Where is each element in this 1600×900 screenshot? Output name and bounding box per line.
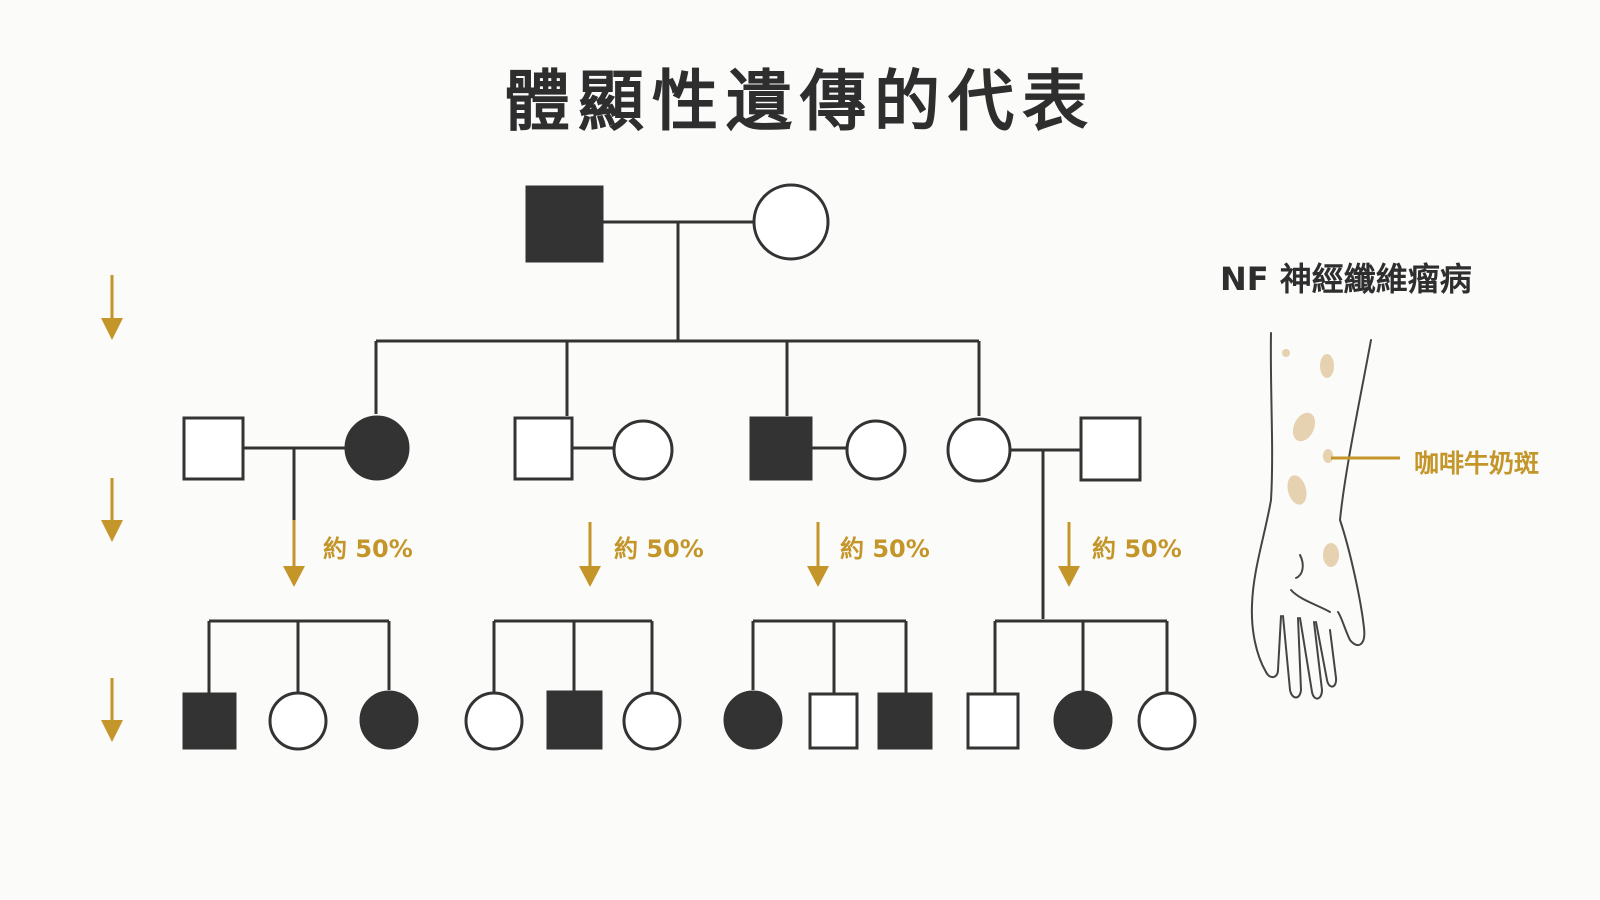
sibship-family-1 xyxy=(207,619,391,694)
sibship-family-4 xyxy=(993,619,1169,694)
unaffected-male xyxy=(966,692,1020,750)
affected-male xyxy=(182,692,237,750)
unaffected-female xyxy=(612,419,674,481)
affected-male xyxy=(877,692,933,750)
affected-female xyxy=(344,415,410,481)
unaffected-female xyxy=(845,419,907,481)
probability-label: 約 50% xyxy=(1092,535,1182,563)
cafe-au-lait-spot xyxy=(1323,543,1339,567)
probability-arrow-1: 約 50% xyxy=(283,520,413,587)
unaffected-female xyxy=(622,691,682,751)
probability-label: 約 50% xyxy=(614,535,704,563)
sibship-family-3 xyxy=(751,619,908,694)
cafe-au-lait-spot xyxy=(1323,449,1333,463)
affected-male-founder xyxy=(525,185,604,263)
cafe-au-lait-spot xyxy=(1282,349,1290,357)
unaffected-female xyxy=(464,691,524,751)
disease-title: NF 神經纖維瘤病 xyxy=(1220,260,1472,298)
sibship-family-2 xyxy=(492,619,654,692)
unaffected-female-founder xyxy=(752,183,830,261)
affected-female xyxy=(359,690,419,750)
generation-arrow-1 xyxy=(101,275,123,340)
unaffected-male xyxy=(808,692,859,750)
probability-arrow-2: 約 50% xyxy=(579,522,704,587)
probability-label: 約 50% xyxy=(323,535,413,563)
affected-male xyxy=(749,416,813,481)
unaffected-male xyxy=(182,416,245,481)
probability-label: 約 50% xyxy=(840,535,930,563)
affected-female xyxy=(723,690,783,750)
cafe-au-lait-spot xyxy=(1287,475,1307,505)
cafe-au-lait-spot xyxy=(1320,354,1334,378)
generation-arrow-3 xyxy=(101,678,123,742)
cafe-au-lait-spot xyxy=(1292,412,1316,442)
page-title: 體顯性遺傳的代表 xyxy=(504,63,1096,140)
generation-arrow-2 xyxy=(101,478,123,542)
unaffected-female xyxy=(268,691,328,751)
affected-female xyxy=(1053,690,1113,750)
affected-male xyxy=(546,690,603,750)
unaffected-female xyxy=(1137,691,1197,751)
unaffected-male xyxy=(1079,416,1142,482)
spot-label: 咖啡牛奶斑 xyxy=(1414,449,1540,478)
arm-illustration xyxy=(1250,332,1372,700)
probability-arrow-4: 約 50% xyxy=(1058,522,1182,587)
probability-arrow-3: 約 50% xyxy=(807,522,930,587)
unaffected-male xyxy=(513,416,574,481)
unaffected-female xyxy=(946,417,1012,483)
